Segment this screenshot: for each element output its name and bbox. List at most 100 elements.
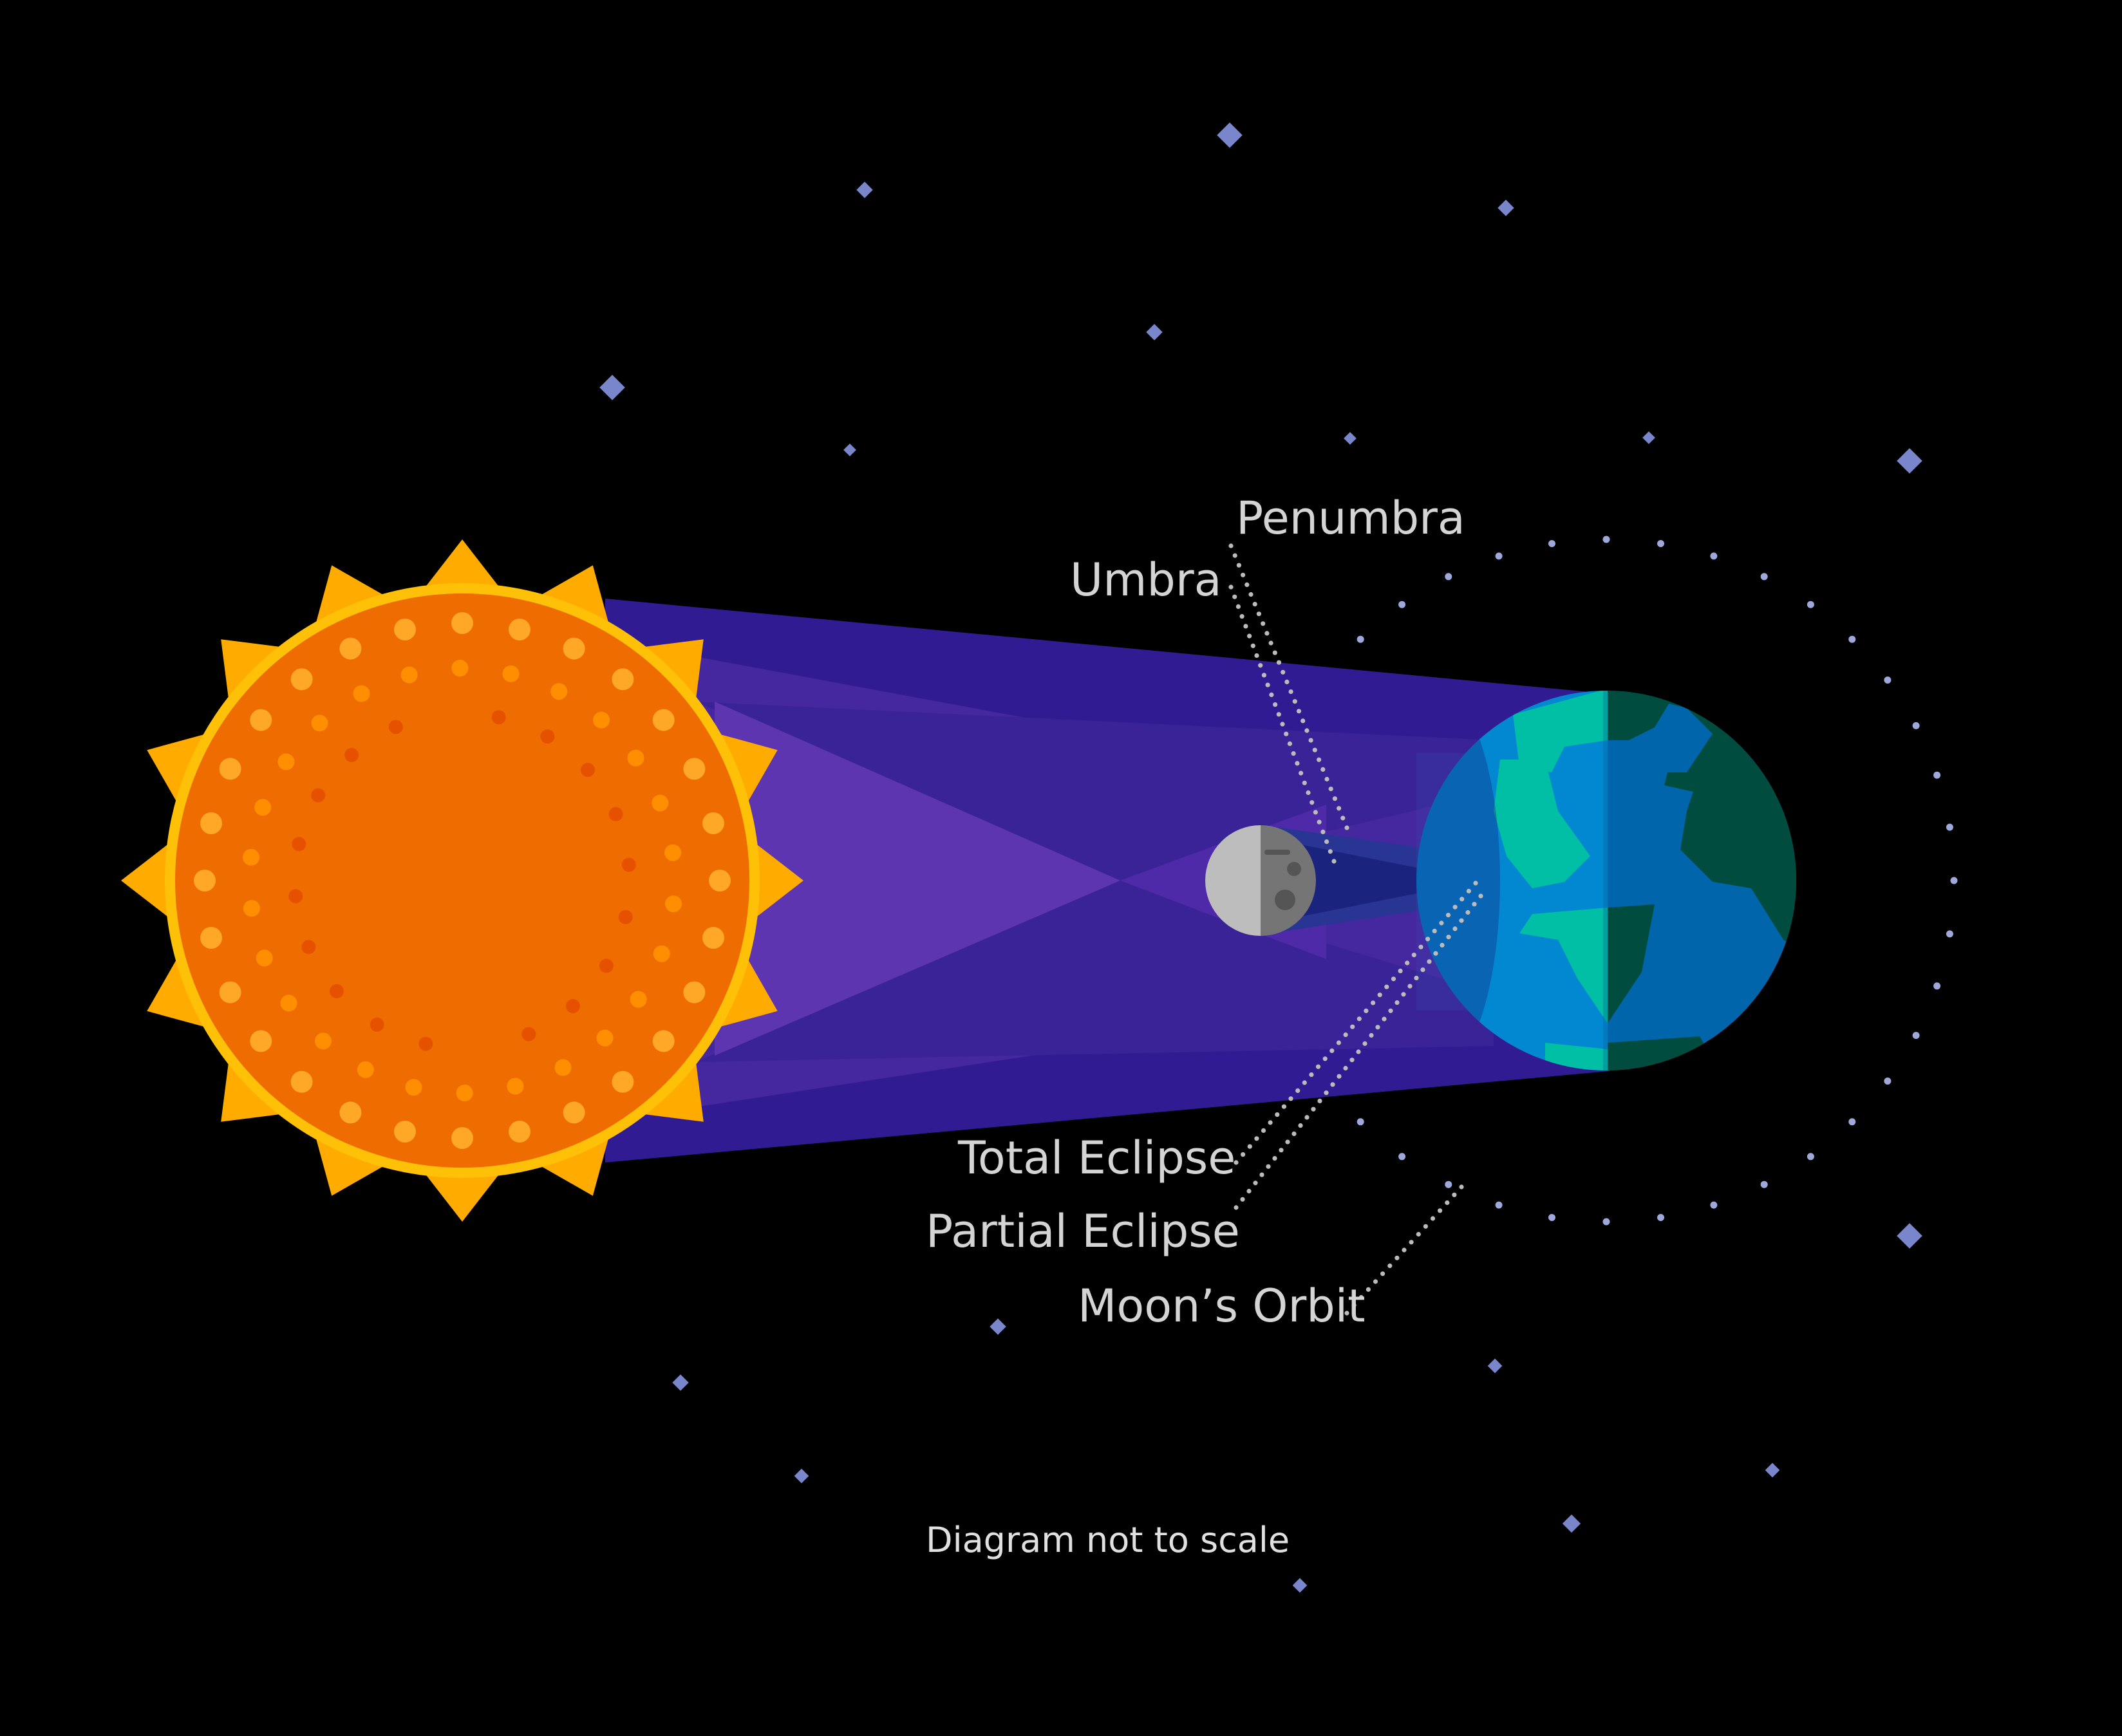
sun-spot xyxy=(509,619,530,640)
sun-spot xyxy=(451,612,473,634)
leader-dot xyxy=(1241,1152,1246,1157)
leader-dot xyxy=(1250,643,1255,648)
sun-spot xyxy=(550,683,568,700)
sun-spot xyxy=(702,927,724,949)
leader-dot xyxy=(1430,1216,1436,1221)
sun-spot xyxy=(540,729,555,744)
leader-dot xyxy=(1315,1064,1321,1069)
sun-spot xyxy=(491,710,506,725)
leader-dot xyxy=(1432,928,1437,933)
leader-dot xyxy=(1275,1112,1280,1117)
star-icon xyxy=(1765,1462,1780,1478)
leader-dot xyxy=(1423,1224,1428,1229)
orbit-dot xyxy=(1848,635,1856,643)
leader-dot xyxy=(1391,976,1396,982)
orbit-dot xyxy=(1398,1153,1406,1161)
leader-dot xyxy=(1344,825,1349,830)
leader-dot xyxy=(1409,1240,1414,1245)
leader-dot xyxy=(1256,611,1261,617)
sun-spot xyxy=(612,668,634,691)
leader-dot xyxy=(1235,604,1241,610)
leader-dot xyxy=(1312,747,1317,752)
leader-dot xyxy=(1358,1294,1364,1300)
umbra-label: Umbra xyxy=(1070,554,1222,606)
leader-dot xyxy=(1241,572,1246,577)
star-icon xyxy=(1487,1358,1503,1374)
leader-dot xyxy=(1472,902,1477,907)
star-icon xyxy=(843,443,856,456)
sun-spot xyxy=(521,1027,536,1041)
sun-spot xyxy=(311,714,328,732)
leader-dot xyxy=(1291,751,1296,756)
leader-dot xyxy=(1268,640,1273,646)
leader-dot xyxy=(1427,959,1432,964)
leader-dot xyxy=(1313,810,1318,815)
leader-dot xyxy=(1331,859,1337,864)
leader-dot xyxy=(1243,624,1248,629)
leader-dot xyxy=(1330,1082,1335,1087)
sun-spot xyxy=(618,910,633,924)
leader-dot xyxy=(1337,806,1342,811)
leader-dot xyxy=(1234,1205,1239,1210)
leader-dot xyxy=(1272,650,1277,655)
penumbra-label: Penumbra xyxy=(1236,492,1465,545)
leader-dot xyxy=(1264,631,1270,636)
leader-dot xyxy=(1308,738,1313,743)
leader-dot xyxy=(1418,944,1423,949)
leader-dot xyxy=(1254,653,1259,658)
leader-dot xyxy=(1252,602,1257,607)
sun-spot xyxy=(418,1036,433,1051)
orbit-dot xyxy=(1760,573,1768,581)
leader-dot xyxy=(1320,767,1326,772)
sun-spot xyxy=(683,758,706,780)
leader-dot xyxy=(1298,1123,1303,1128)
leader-dot xyxy=(1364,1008,1369,1013)
star-icon xyxy=(1562,1514,1581,1533)
leader-dot xyxy=(1452,904,1458,910)
orbit-dot xyxy=(1933,771,1941,779)
leader-dot xyxy=(1373,1279,1378,1284)
sun-spot xyxy=(400,666,418,684)
sun-spot xyxy=(357,1061,374,1078)
leader-dot xyxy=(1384,984,1389,989)
leader-dot xyxy=(1317,819,1322,825)
sun-spot xyxy=(254,799,272,816)
orbit-dot xyxy=(1912,722,1920,729)
orbit-dot xyxy=(1807,1153,1814,1161)
sun-spot xyxy=(563,637,585,660)
leader-dot xyxy=(1329,1048,1335,1053)
sun-spot xyxy=(301,940,316,955)
orbit-dot xyxy=(1548,540,1555,547)
sun-spot xyxy=(593,711,610,729)
sun-spot xyxy=(652,1030,675,1052)
leader-dot xyxy=(1295,1088,1300,1093)
leader-dot xyxy=(1269,692,1274,697)
leader-dot xyxy=(1288,1096,1293,1101)
leader-dot xyxy=(1287,741,1292,746)
sun-spot xyxy=(652,709,675,731)
orbit-dot xyxy=(1657,540,1664,547)
orbit-dot xyxy=(1710,1201,1718,1209)
leader-dot xyxy=(1284,679,1290,684)
sun-spot xyxy=(565,999,580,1013)
leader-dot xyxy=(1414,975,1419,980)
orbit-dot xyxy=(1848,1118,1856,1126)
leader-dot xyxy=(1232,553,1237,558)
sun-spot xyxy=(277,753,295,770)
star-icon xyxy=(1897,448,1922,474)
leader-dot xyxy=(1452,926,1458,931)
leader-dot xyxy=(1324,1090,1329,1096)
sun-spot xyxy=(563,1101,585,1124)
leader-dot xyxy=(1248,592,1253,597)
leader-dot xyxy=(1302,1080,1307,1085)
leader-dot xyxy=(1288,689,1293,695)
leader-dot xyxy=(1357,1016,1362,1022)
star-icon xyxy=(1292,1578,1308,1593)
sun-spot xyxy=(599,958,614,973)
leader-dot xyxy=(1344,1311,1349,1316)
leader-dot xyxy=(1445,913,1451,918)
star-icon xyxy=(1897,1223,1922,1249)
leader-dot xyxy=(1258,663,1263,668)
sun-spot xyxy=(451,660,469,677)
leader-dot xyxy=(1350,1024,1355,1029)
